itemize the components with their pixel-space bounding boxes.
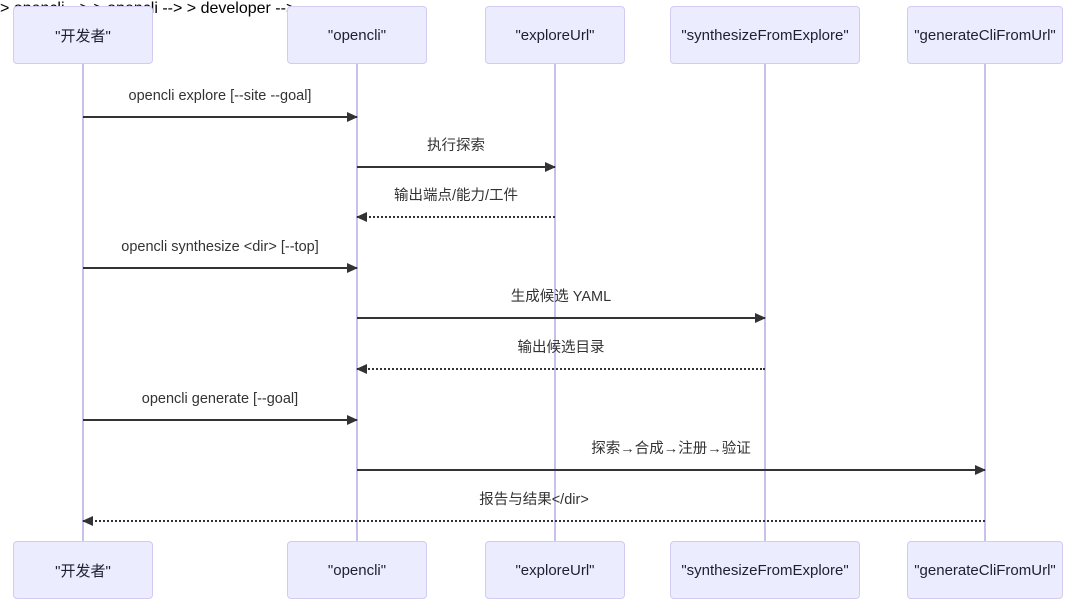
message-label: 探索→合成→注册→验证 bbox=[591, 441, 751, 457]
message-arrow bbox=[82, 516, 985, 526]
message-arrow bbox=[83, 263, 358, 273]
actor-label: "开发者" bbox=[55, 27, 111, 45]
message-label: 生成候选 YAML bbox=[510, 289, 612, 305]
message-arrow bbox=[83, 415, 358, 425]
lifeline-opencli bbox=[356, 64, 358, 541]
actor-label: "开发者" bbox=[55, 562, 111, 580]
message-label: opencli explore [--site --goal] bbox=[128, 88, 312, 104]
actor-bottom-generateclifromurl: "generateCliFromUrl" bbox=[907, 541, 1063, 599]
message-arrow bbox=[356, 364, 765, 374]
actor-label: "exploreUrl" bbox=[515, 561, 595, 579]
message-label: 输出端点/能力/工件 bbox=[393, 188, 519, 204]
actor-label: "generateCliFromUrl" bbox=[914, 26, 1056, 44]
lifeline-synthesizefromexplore bbox=[764, 64, 766, 541]
message-arrow bbox=[356, 212, 555, 222]
actor-bottom-synthesizefromexplore: "synthesizeFromExplore" bbox=[670, 541, 860, 599]
message-arrow bbox=[357, 313, 766, 323]
arrowhead-right-icon bbox=[755, 313, 766, 323]
arrowhead-right-icon bbox=[975, 465, 986, 475]
message-arrow bbox=[357, 465, 986, 475]
arrowhead-right-icon bbox=[347, 112, 358, 122]
message-label: opencli generate [--goal] bbox=[141, 391, 299, 407]
actor-top-generateclifromurl: "generateCliFromUrl" bbox=[907, 6, 1063, 64]
actor-top-opencli: "opencli" bbox=[287, 6, 427, 64]
lifeline-exploreurl bbox=[554, 64, 556, 541]
actor-bottom-developer: "开发者" bbox=[13, 541, 153, 599]
arrowhead-left-icon bbox=[82, 516, 93, 526]
lifeline-developer bbox=[82, 64, 84, 541]
actor-top-developer: "开发者" bbox=[13, 6, 153, 64]
actor-label: "synthesizeFromExplore" bbox=[681, 561, 849, 579]
message-label: opencli synthesize <dir> [--top] bbox=[121, 239, 319, 255]
message-arrow bbox=[83, 112, 358, 122]
arrowhead-right-icon bbox=[347, 415, 358, 425]
arrowhead-left-icon bbox=[356, 212, 367, 222]
message-arrow bbox=[357, 162, 556, 172]
arrowhead-right-icon bbox=[545, 162, 556, 172]
actor-label: "synthesizeFromExplore" bbox=[681, 26, 849, 44]
actor-label: "opencli" bbox=[327, 561, 387, 579]
lifeline-generateclifromurl bbox=[984, 64, 986, 541]
actor-label: "exploreUrl" bbox=[515, 26, 595, 44]
actor-label: "generateCliFromUrl" bbox=[914, 561, 1056, 579]
actor-label: "opencli" bbox=[327, 26, 387, 44]
actor-bottom-opencli: "opencli" bbox=[287, 541, 427, 599]
message-label: 输出候选目录 bbox=[517, 340, 605, 356]
arrowhead-left-icon bbox=[356, 364, 367, 374]
actor-bottom-exploreurl: "exploreUrl" bbox=[485, 541, 625, 599]
message-label: 报告与结果</dir> bbox=[479, 492, 589, 508]
message-label: 执行探索 bbox=[427, 138, 485, 154]
actor-top-synthesizefromexplore: "synthesizeFromExplore" bbox=[670, 6, 860, 64]
actor-top-exploreurl: "exploreUrl" bbox=[485, 6, 625, 64]
arrowhead-right-icon bbox=[347, 263, 358, 273]
